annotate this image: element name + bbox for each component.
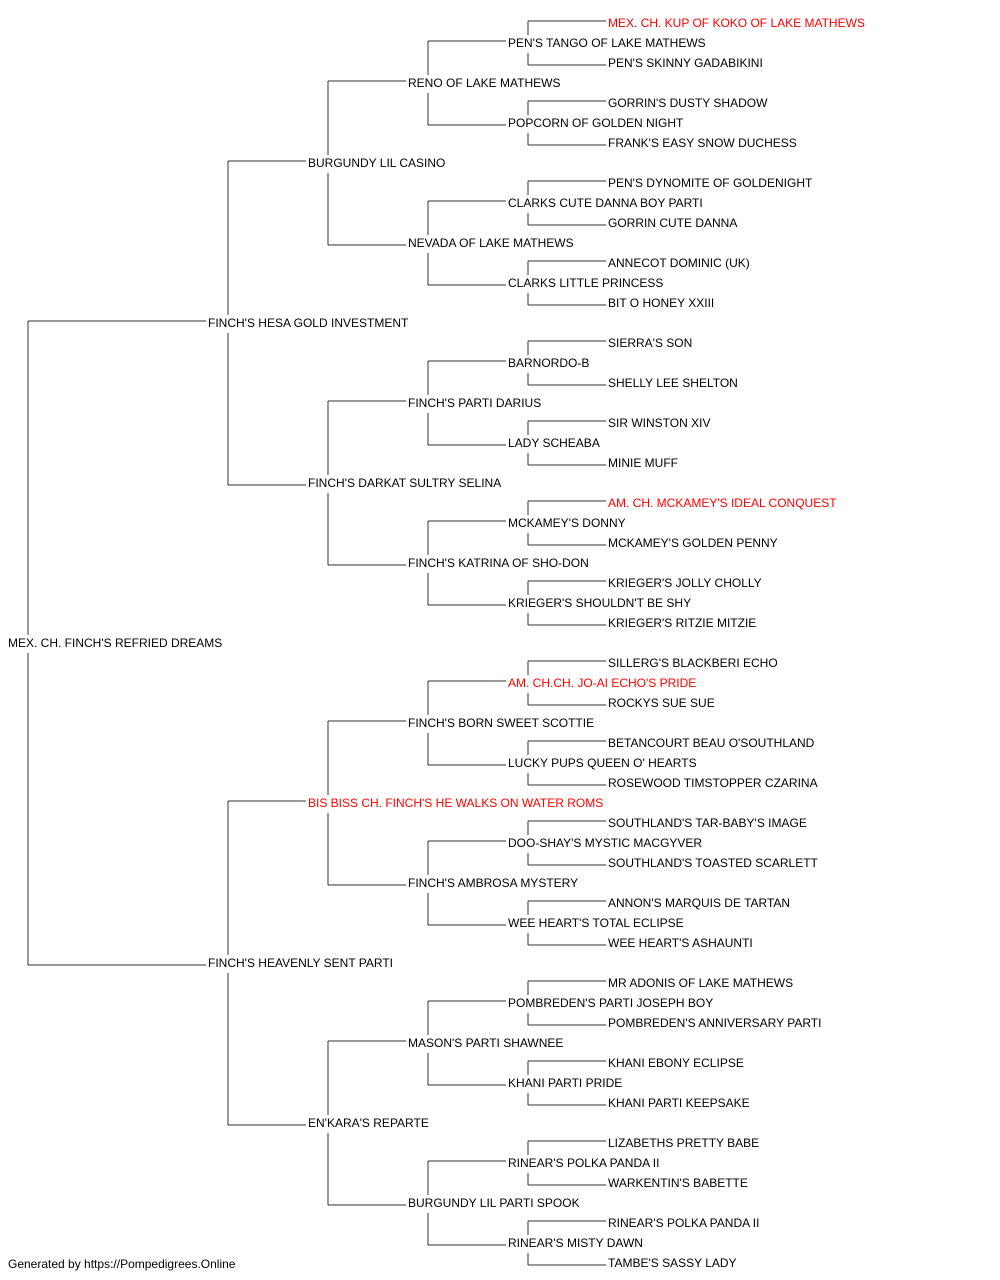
dog-name-label: CLARKS CUTE DANNA BOY PARTI: [508, 196, 703, 210]
dog-name-label: FINCH'S HEAVENLY SENT PARTI: [208, 956, 393, 970]
dog-name-label: POMBREDEN'S ANNIVERSARY PARTI: [608, 1016, 821, 1030]
dog-name-label: MR ADONIS OF LAKE MATHEWS: [608, 976, 793, 990]
dog-name-label: ANNECOT DOMINIC (UK): [608, 256, 750, 270]
dog-name-label: KHANI EBONY ECLIPSE: [608, 1056, 744, 1070]
dog-name-label: MEX. CH. FINCH'S REFRIED DREAMS: [8, 636, 222, 650]
dog-name-label: SILLERG'S BLACKBERI ECHO: [608, 656, 778, 670]
dog-name-label: SHELLY LEE SHELTON: [608, 376, 738, 390]
dog-name-label: SIR WINSTON XIV: [608, 416, 710, 430]
dog-name-label: POPCORN OF GOLDEN NIGHT: [508, 116, 684, 130]
dog-name-label: FINCH'S DARKAT SULTRY SELINA: [308, 476, 501, 490]
dog-name-label: GORRIN'S DUSTY SHADOW: [608, 96, 768, 110]
connector-lines: [27, 20, 606, 1266]
dog-name-label: BIS BISS CH. FINCH'S HE WALKS ON WATER R…: [308, 796, 603, 810]
dog-labels: MEX. CH. FINCH'S REFRIED DREAMS FINCH'S H…: [8, 16, 865, 1270]
dog-name-label: KRIEGER'S JOLLY CHOLLY: [608, 576, 762, 590]
dog-name-label: LADY SCHEABA: [508, 436, 600, 450]
dog-name-label: SOUTHLAND'S TAR-BABY'S IMAGE: [608, 816, 807, 830]
dog-name-label: SIERRA'S SON: [608, 336, 692, 350]
dog-name-label: RENO OF LAKE MATHEWS: [408, 76, 560, 90]
dog-name-label: LIZABETHS PRETTY BABE: [608, 1136, 759, 1150]
dog-name-label: FINCH'S HESA GOLD INVESTMENT: [208, 316, 409, 330]
dog-name-label: GORRIN CUTE DANNA: [608, 216, 737, 230]
dog-name-label: SOUTHLAND'S TOASTED SCARLETT: [608, 856, 819, 870]
dog-name-label: AM. CH.CH. JO-AI ECHO'S PRIDE: [508, 676, 696, 690]
dog-name-label: FINCH'S KATRINA OF SHO-DON: [408, 556, 589, 570]
dog-name-label: CLARKS LITTLE PRINCESS: [508, 276, 663, 290]
footer-credit: Generated by https://Pompedigrees.Online: [8, 1257, 236, 1271]
dog-name-label: KRIEGER'S RITZIE MITZIE: [608, 616, 756, 630]
dog-name-label: DOO-SHAY'S MYSTIC MACGYVER: [508, 836, 702, 850]
dog-name-label: PEN'S DYNOMITE OF GOLDENIGHT: [608, 176, 813, 190]
dog-name-label: MEX. CH. KUP OF KOKO OF LAKE MATHEWS: [608, 16, 865, 30]
dog-name-label: KHANI PARTI KEEPSAKE: [608, 1096, 750, 1110]
dog-name-label: PEN'S SKINNY GADABIKINI: [608, 56, 763, 70]
dog-name-label: MCKAMEY'S GOLDEN PENNY: [608, 536, 778, 550]
dog-name-label: FINCH'S BORN SWEET SCOTTIE: [408, 716, 594, 730]
dog-name-label: FRANK'S EASY SNOW DUCHESS: [608, 136, 797, 150]
dog-name-label: KHANI PARTI PRIDE: [508, 1076, 622, 1090]
dog-name-label: TAMBE'S SASSY LADY: [608, 1256, 737, 1270]
dog-name-label: WEE HEART'S TOTAL ECLIPSE: [508, 916, 684, 930]
dog-name-label: WARKENTIN'S BABETTE: [608, 1176, 748, 1190]
dog-name-label: WEE HEART'S ASHAUNTI: [608, 936, 753, 950]
dog-name-label: AM. CH. MCKAMEY'S IDEAL CONQUEST: [608, 496, 837, 510]
dog-name-label: ROSEWOOD TIMSTOPPER CZARINA: [608, 776, 818, 790]
dog-name-label: POMBREDEN'S PARTI JOSEPH BOY: [508, 996, 713, 1010]
dog-name-label: LUCKY PUPS QUEEN O' HEARTS: [508, 756, 697, 770]
dog-name-label: BARNORDO-B: [508, 356, 589, 370]
dog-name-label: BURGUNDY LIL PARTI SPOOK: [408, 1196, 580, 1210]
dog-name-label: ANNON'S MARQUIS DE TARTAN: [608, 896, 790, 910]
dog-name-label: MASON'S PARTI SHAWNEE: [408, 1036, 563, 1050]
dog-name-label: RINEAR'S POLKA PANDA II: [508, 1156, 659, 1170]
dog-name-label: NEVADA OF LAKE MATHEWS: [408, 236, 574, 250]
dog-name-label: BIT O HONEY XXIII: [608, 296, 714, 310]
dog-name-label: RINEAR'S MISTY DAWN: [508, 1236, 643, 1250]
dog-name-label: PEN'S TANGO OF LAKE MATHEWS: [508, 36, 706, 50]
dog-name-label: BURGUNDY LIL CASINO: [308, 156, 445, 170]
dog-name-label: KRIEGER'S SHOULDN'T BE SHY: [508, 596, 691, 610]
dog-name-label: ROCKYS SUE SUE: [608, 696, 715, 710]
dog-name-label: FINCH'S AMBROSA MYSTERY: [408, 876, 578, 890]
dog-name-label: FINCH'S PARTI DARIUS: [408, 396, 541, 410]
dog-name-label: MCKAMEY'S DONNY: [508, 516, 626, 530]
dog-name-label: EN'KARA'S REPARTE: [308, 1116, 429, 1130]
dog-name-label: BETANCOURT BEAU O'SOUTHLAND: [608, 736, 815, 750]
dog-name-label: RINEAR'S POLKA PANDA II: [608, 1216, 759, 1230]
dog-name-label: MINIE MUFF: [608, 456, 678, 470]
